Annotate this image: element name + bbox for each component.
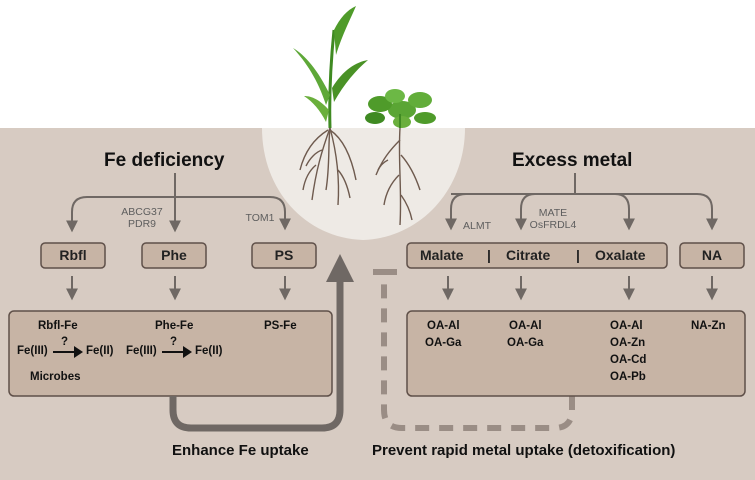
oxalate-complex-2: OA-Zn [610,337,646,349]
organic-acids-box [406,242,668,269]
fe-deficiency-title: Fe deficiency [104,150,225,171]
ps-label: PS [274,247,294,263]
right-branch-arrows [445,173,718,231]
fe3-label-rbfl: Fe(III) [17,345,48,357]
tom1-label: TOM1 [245,212,275,224]
osfrdl4-label: OsFRDL4 [529,219,577,231]
separator-2: | [576,247,580,263]
na-label: NA [701,247,723,263]
malate-label: Malate [420,247,464,263]
citrate-complex-2: OA-Ga [507,337,544,349]
mate-label: MATE [538,207,568,219]
plant-illustration [293,6,436,226]
oxalate-complex-3: OA-Cd [610,354,647,366]
microbes-label: Microbes [30,371,81,383]
right-complex-arrows [442,276,718,301]
citrate-label: Citrate [506,247,551,263]
phe-fe-label: Phe-Fe [155,320,194,332]
oxalate-complex-1: OA-Al [610,320,643,332]
phe-label: Phe [161,247,187,263]
excess-metal-title: Excess metal [512,150,633,171]
enhance-fe-uptake-label: Enhance Fe uptake [172,442,309,459]
malate-complex-2: OA-Ga [425,337,462,349]
phe-box [141,242,207,269]
right-complexes-box [406,310,746,397]
prevent-uptake-dashed-line [381,272,575,431]
oxalate-complex-4: OA-Pb [610,371,646,383]
malate-complex-1: OA-Al [427,320,460,332]
abcg37-label: ABCG37 [121,206,163,218]
oxalate-label: Oxalate [595,247,646,263]
question-phe: ? [170,336,178,348]
citrate-complex-1: OA-Al [509,320,542,332]
left-branch-arrows [66,173,291,233]
rbfl-fe-label: Rbfl-Fe [38,320,78,332]
fe2-label-rbfl: Fe(II) [86,345,114,357]
fe2-label-phe: Fe(II) [195,345,223,357]
reduction-arrows [53,346,192,358]
separator-1: | [487,247,491,263]
enhance-uptake-arrowhead [326,254,354,282]
almt-label: ALMT [462,220,491,232]
prevent-metal-uptake-label: Prevent rapid metal uptake (detoxificati… [372,442,676,459]
rbfl-label: Rbfl [59,247,87,263]
left-complex-arrows [66,276,291,301]
fe3-label-phe: Fe(III) [126,345,157,357]
question-rbfl: ? [61,336,69,348]
rbfl-box [40,242,106,269]
na-complex-1: NA-Zn [691,320,726,332]
ps-box [251,242,317,269]
na-box [679,242,745,269]
ps-fe-label: PS-Fe [264,320,297,332]
pdr9-label: PDR9 [127,218,156,230]
enhance-uptake-arrow [169,278,344,432]
